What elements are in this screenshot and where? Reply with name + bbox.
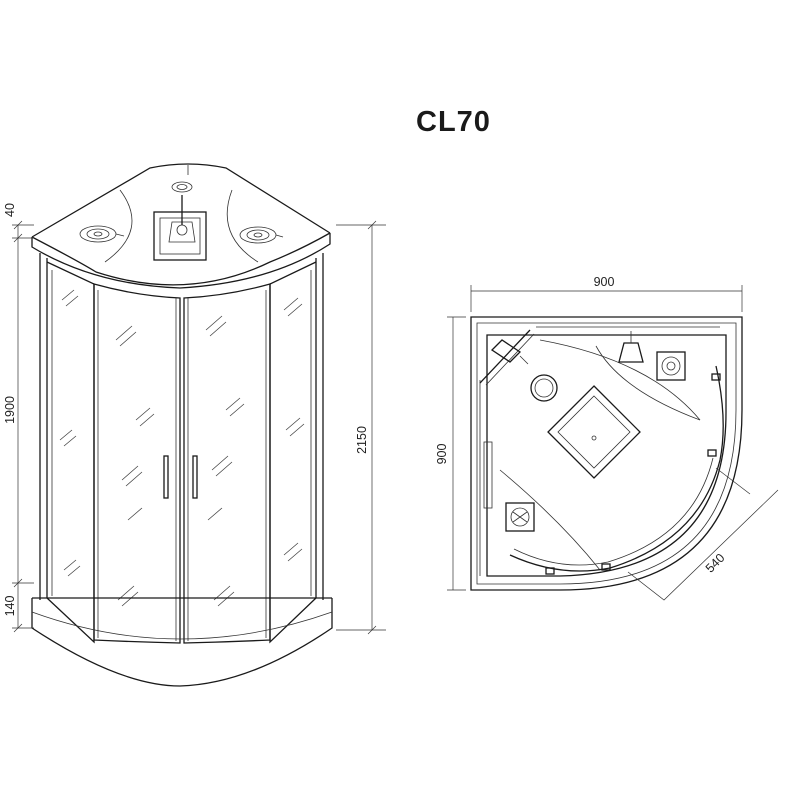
dim-cabin-height: 1900 — [3, 396, 17, 424]
tray-outline — [31, 598, 333, 687]
plan-door-arc-inner — [513, 457, 714, 566]
door-handle-left — [163, 455, 169, 499]
dim-roof-height: 40 — [3, 203, 17, 217]
fan-icon — [171, 181, 193, 193]
side-panel-right — [269, 261, 317, 644]
rain-shower-plan-icon — [547, 385, 641, 479]
door-right — [183, 283, 271, 644]
door-handle-right — [192, 455, 198, 499]
roller-marks — [545, 373, 721, 575]
dim-plan-width: 900 — [594, 275, 615, 289]
model-title: CL70 — [416, 106, 491, 138]
speaker-left-icon — [79, 225, 125, 243]
tray-lip — [31, 611, 333, 640]
dimension-lines-plan — [447, 285, 779, 601]
plan-corner-cut-inner — [485, 333, 535, 386]
plan-curve-3 — [595, 345, 701, 421]
side-shelf — [483, 441, 493, 509]
dim-tray-height: 140 — [3, 596, 17, 617]
plan-tray — [486, 334, 727, 577]
plan-base-inner — [476, 322, 737, 585]
roof-front-edge — [31, 232, 331, 286]
dimension-lines-front — [12, 220, 386, 635]
plan-corner-cut — [479, 329, 531, 384]
drain-icon — [530, 374, 558, 402]
roof-thickness — [31, 233, 331, 289]
door-left — [93, 283, 181, 644]
plan-view: 900 900 540 — [435, 275, 779, 601]
glass-reflections — [59, 289, 305, 607]
fan-plan-icon — [505, 502, 535, 532]
control-panel-icon — [490, 339, 529, 365]
speaker-plan-icon — [656, 351, 686, 381]
plan-base-outline — [470, 316, 743, 591]
front-view: 40 1900 140 2150 — [3, 163, 386, 687]
dim-total-height: 2150 — [355, 426, 369, 454]
plan-curve-1 — [539, 339, 701, 421]
plan-curve-2 — [499, 469, 601, 571]
showerhead-icon — [618, 331, 644, 363]
side-panel-left — [46, 261, 95, 644]
roof-top — [31, 163, 331, 238]
dim-door-opening: 540 — [703, 551, 728, 576]
speaker-right-icon — [239, 226, 284, 244]
rain-shower-icon — [153, 195, 207, 261]
roof-groove-right — [226, 189, 259, 263]
roof-groove-left — [104, 189, 133, 263]
plan-door-arc — [509, 365, 724, 572]
dim-plan-depth: 900 — [435, 444, 449, 465]
